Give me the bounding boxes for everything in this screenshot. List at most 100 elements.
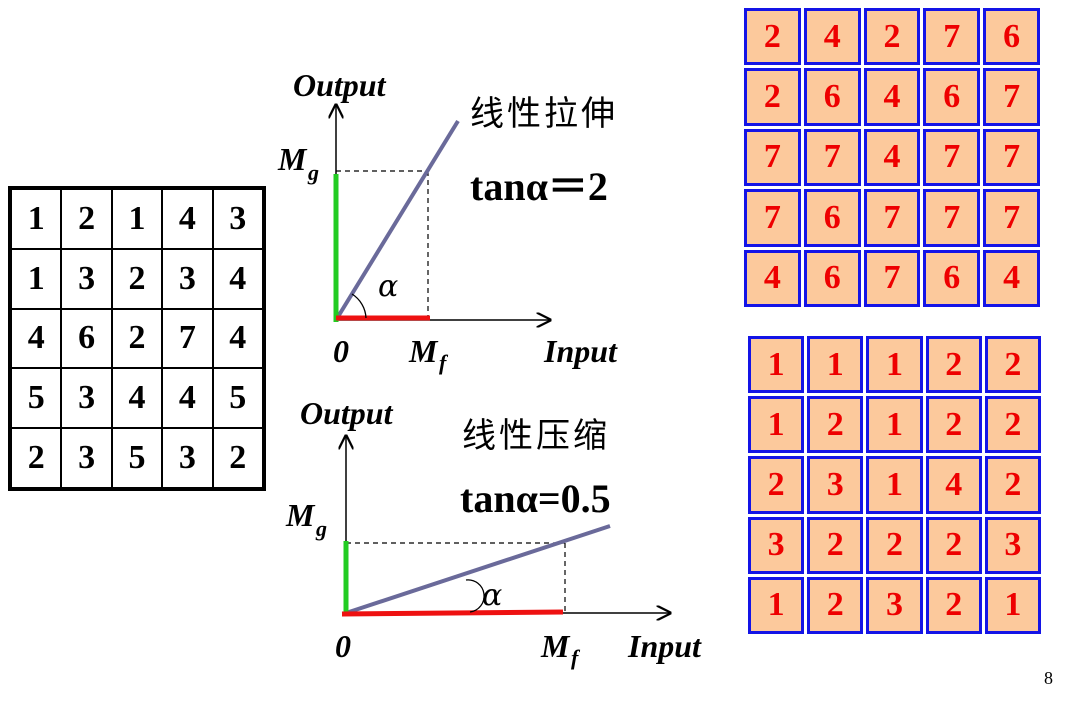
stretch-x-label: Input xyxy=(543,333,618,369)
stretch-title: 线性拉伸 xyxy=(470,94,618,134)
stretch-grid-cell: 6 xyxy=(923,249,981,307)
compress-grid-cell: 1 xyxy=(748,576,805,634)
stretch-mapping-line xyxy=(334,119,460,322)
input-grid-cell: 4 xyxy=(212,248,263,309)
compress-grid-cell: 2 xyxy=(925,336,982,394)
input-grid-cell: 7 xyxy=(162,308,213,369)
input-grid-cell: 3 xyxy=(61,368,112,429)
input-grid-cell: 3 xyxy=(61,428,112,488)
stretch-angle-label: α xyxy=(378,269,398,304)
stretch-grid-cell: 4 xyxy=(863,68,921,126)
stretch-mf-sub: f xyxy=(439,350,449,375)
compress-grid-cell: 2 xyxy=(807,576,864,634)
input-grid-cell: 2 xyxy=(61,189,112,249)
compress-grid-cell: 3 xyxy=(748,516,805,574)
stretch-grid-cell: 4 xyxy=(983,249,1040,307)
stretch-grid-cell: 2 xyxy=(744,8,801,66)
stretch-angle-arc xyxy=(351,293,367,319)
input-grid-cell: 5 xyxy=(212,368,263,429)
input-grid-cell: 3 xyxy=(212,189,263,249)
stretch-grid-cell: 6 xyxy=(983,8,1040,66)
stretch-y-label: Output xyxy=(293,67,387,103)
stretch-grid-cell: 4 xyxy=(863,128,921,187)
compress-mf-label: M xyxy=(540,628,571,664)
input-grid-cell: 4 xyxy=(162,368,213,429)
input-grid-cell: 3 xyxy=(61,248,112,309)
input-grid-cell: 5 xyxy=(11,368,62,429)
page-number: 8 xyxy=(1044,668,1053,688)
compress-angle-arc xyxy=(465,579,485,613)
stretch-grid-cell: 2 xyxy=(744,68,801,126)
compress-grid-cell: 2 xyxy=(925,396,982,454)
stretch-grid-cell: 7 xyxy=(744,189,801,247)
compress-red-segment xyxy=(341,609,564,617)
compress-grid-cell: 1 xyxy=(866,456,923,514)
stretch-grid-cell: 7 xyxy=(983,189,1040,247)
stretch-grid-cell: 7 xyxy=(923,8,981,66)
compress-grid-cell: 3 xyxy=(984,516,1041,574)
compress-grid-cell: 3 xyxy=(807,456,864,514)
compress-grid-cell: 2 xyxy=(748,456,805,514)
input-grid-cell: 1 xyxy=(11,189,62,249)
stretch-grid-cell: 6 xyxy=(803,249,861,307)
compress-title: 线性压缩 xyxy=(462,416,610,456)
compress-grid-cell: 2 xyxy=(807,516,864,574)
compress-grid-cell: 1 xyxy=(866,336,923,394)
stretch-grid-cell: 7 xyxy=(923,128,981,187)
stretch-grid-cell: 4 xyxy=(744,249,801,307)
stretch-grid-cell: 7 xyxy=(983,68,1040,126)
input-grid-cell: 4 xyxy=(212,308,263,369)
compress-grid-cell: 2 xyxy=(925,576,982,634)
compress-grid-cell: 1 xyxy=(748,396,805,454)
stretch-grid-cell: 7 xyxy=(803,128,861,187)
compress-mapping-line xyxy=(345,524,611,615)
stretch-grid-cell: 7 xyxy=(863,249,921,307)
compress-grid-cell: 1 xyxy=(866,396,923,454)
input-grid-cell: 2 xyxy=(212,428,263,488)
compress-grid-cell: 2 xyxy=(866,516,923,574)
stretch-grid-cell: 7 xyxy=(983,128,1040,187)
compress-origin-label: 0 xyxy=(335,628,351,664)
stretch-grid-cell: 4 xyxy=(803,8,861,66)
compress-mg-label: M xyxy=(285,497,316,533)
compress-grid-cell: 2 xyxy=(925,516,982,574)
compress-grid-cell: 2 xyxy=(984,396,1041,454)
input-grid-cell: 4 xyxy=(11,308,62,369)
input-grid-cell: 3 xyxy=(162,428,213,488)
stretch-grid-cell: 7 xyxy=(863,189,921,247)
stretch-grid-cell: 2 xyxy=(863,8,921,66)
compress-grid-cell: 1 xyxy=(807,336,864,394)
input-grid-cell: 2 xyxy=(111,308,163,369)
input-grid-cell: 4 xyxy=(162,189,213,249)
stretch-mg-sub: g xyxy=(307,160,319,185)
input-grid-cell: 2 xyxy=(111,248,163,309)
stretch-equation: tanα＝2 xyxy=(470,164,608,209)
stretch-grid-cell: 7 xyxy=(744,128,801,187)
compress-grid-cell: 4 xyxy=(925,456,982,514)
compress-angle-label: α xyxy=(482,578,502,613)
stretch-grid-cell: 6 xyxy=(803,68,861,126)
input-grid-cell: 1 xyxy=(111,189,163,249)
input-grid-cell: 2 xyxy=(11,428,62,488)
compress-y-label: Output xyxy=(300,395,394,431)
compress-grid-cell: 1 xyxy=(984,576,1041,634)
compress-grid-cell: 2 xyxy=(807,396,864,454)
compress-mg-sub: g xyxy=(315,516,327,541)
compress-grid-cell: 1 xyxy=(748,336,805,394)
input-grid-cell: 3 xyxy=(162,248,213,309)
compress-mf-sub: f xyxy=(571,645,581,670)
input-grid-cell: 1 xyxy=(11,248,62,309)
input-grid-cell: 4 xyxy=(111,368,163,429)
stretch-grid-cell: 6 xyxy=(803,189,861,247)
compress-x-label: Input xyxy=(627,628,702,664)
input-grid-cell: 6 xyxy=(61,308,112,369)
compress-grid-cell: 3 xyxy=(866,576,923,634)
compress-grid-cell: 2 xyxy=(984,456,1041,514)
input-grid-cell: 5 xyxy=(111,428,163,488)
stretch-mf-label: M xyxy=(408,333,439,369)
compress-grid-cell: 2 xyxy=(984,336,1041,394)
